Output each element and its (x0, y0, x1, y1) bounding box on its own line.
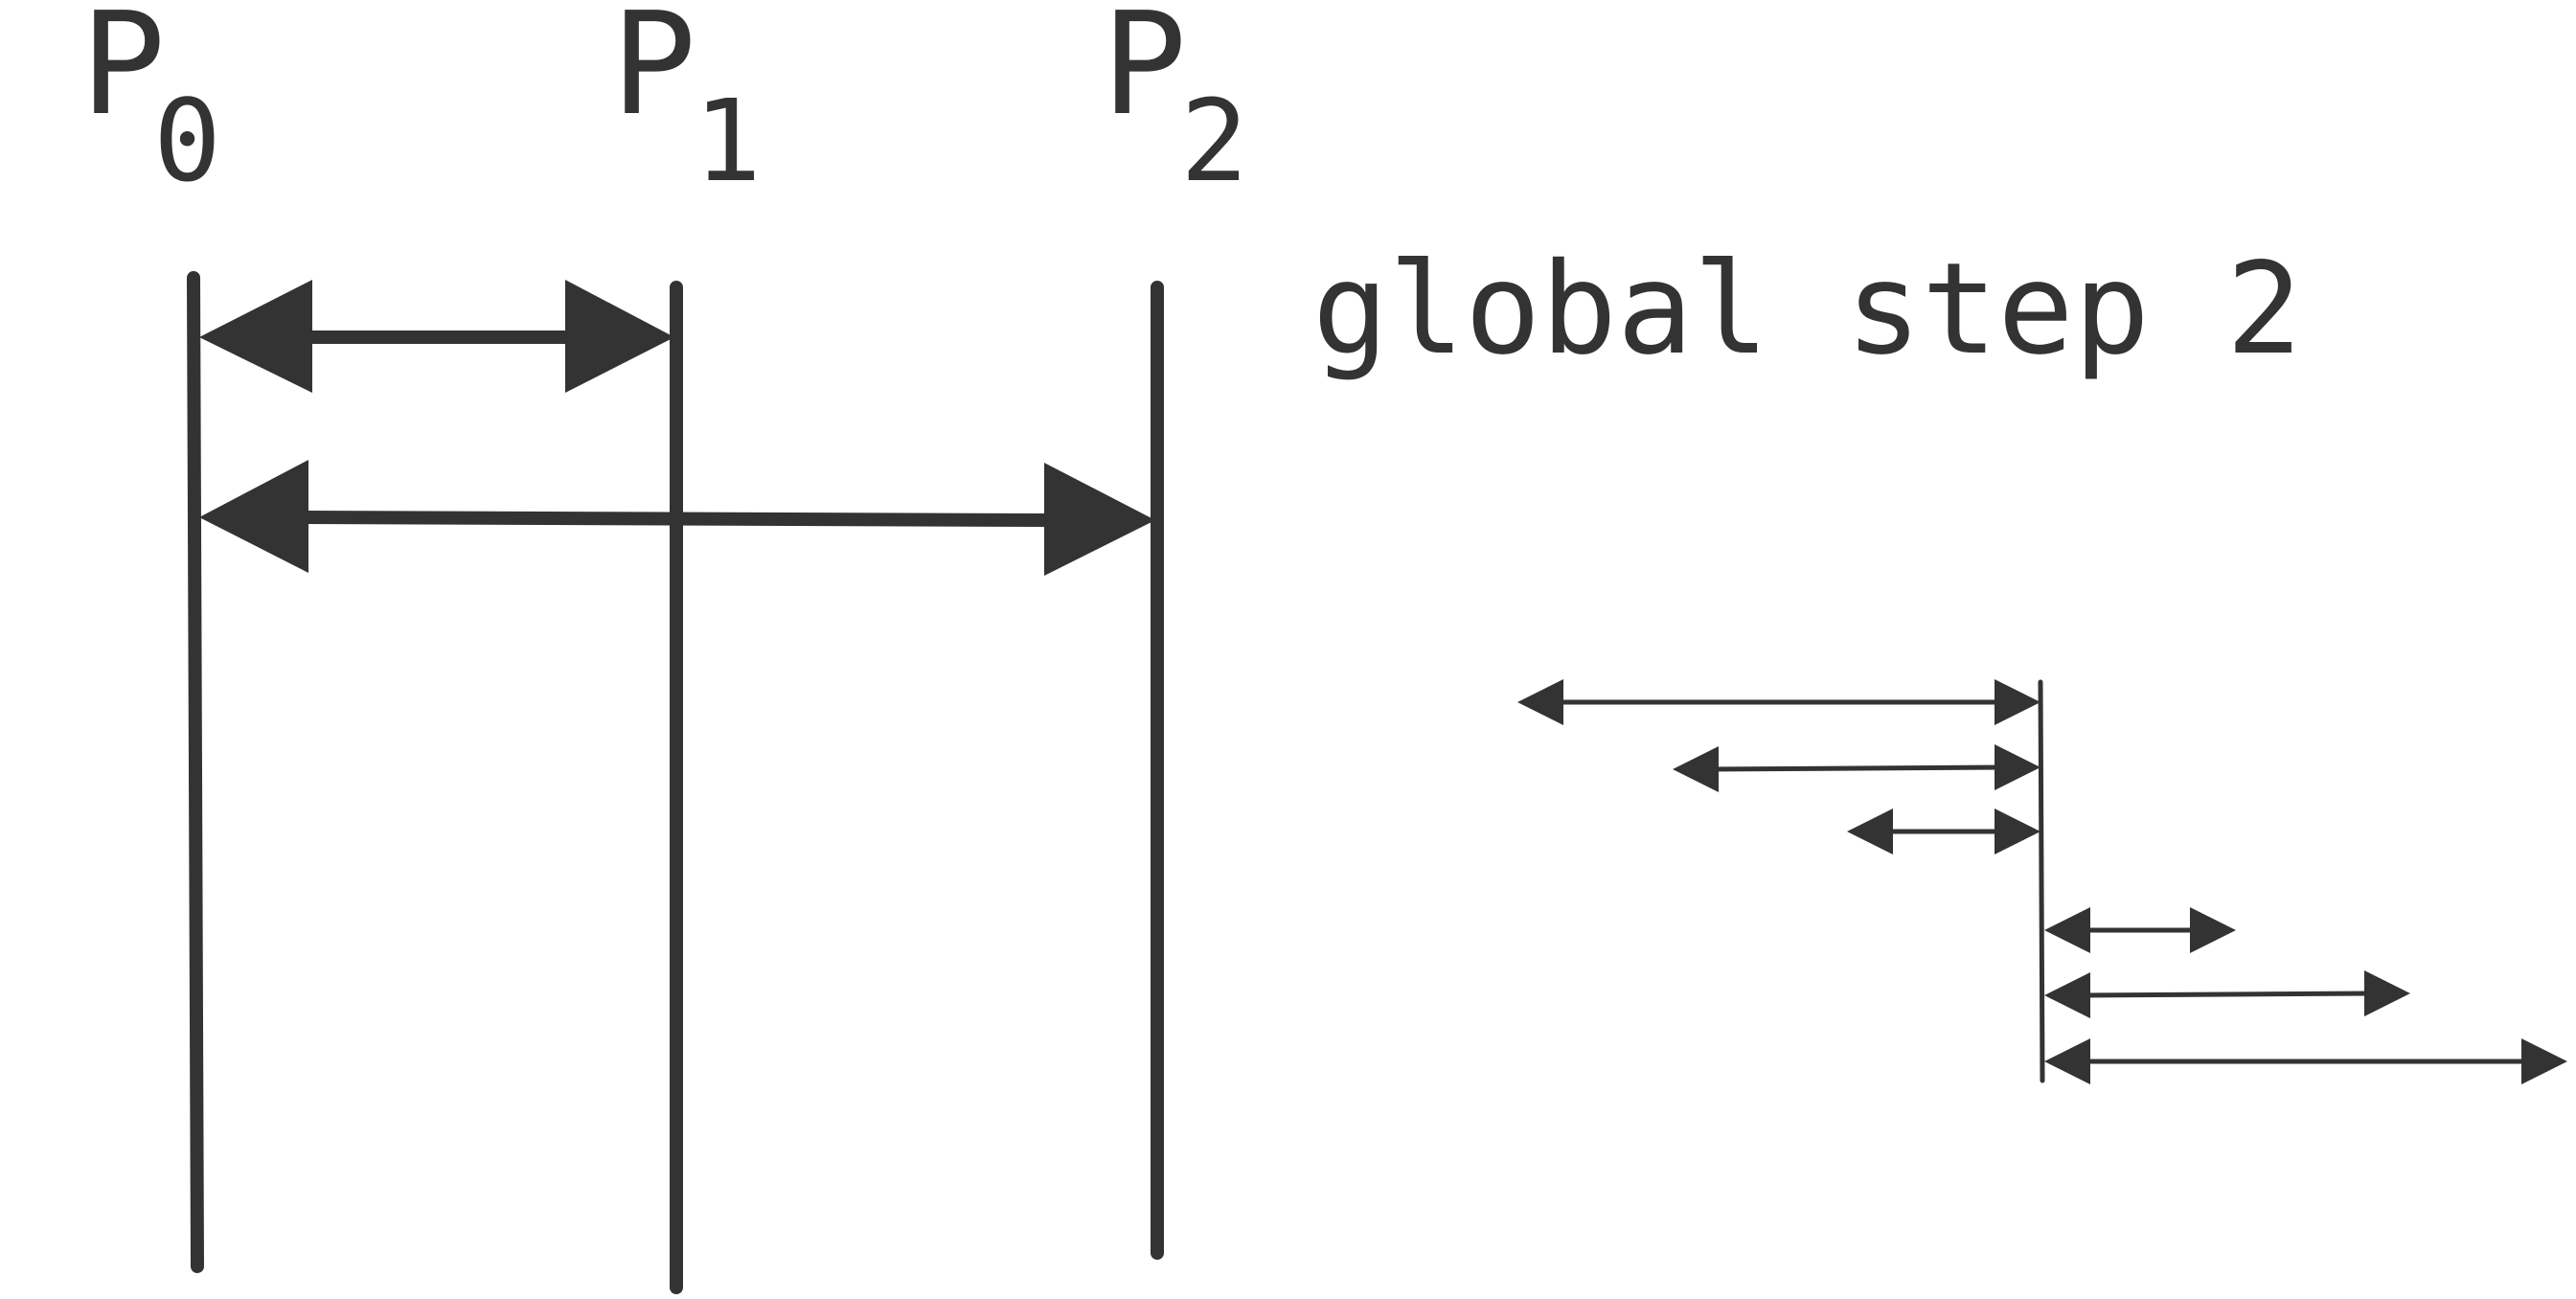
small-arrow-left-3-head-left (1847, 809, 1893, 855)
arrow-p0-p2-shaft (296, 511, 1055, 527)
small-arrow-left-3 (1847, 809, 2040, 855)
arrow-p0-p2-head-left (199, 460, 308, 573)
small-arrow-left-2-head-left (1673, 746, 1719, 792)
process-label-p1: P 1 (611, 0, 762, 207)
small-arrow-left-1-head-right (1995, 679, 2040, 725)
process-label-p1-name: P (611, 0, 696, 147)
small-arrow-right-2 (2044, 970, 2410, 1018)
arrow-p0-p1-head-right (565, 280, 674, 393)
small-arrow-right-2-shaft (2078, 991, 2375, 998)
small-arrow-left-2-shaft (1704, 764, 2005, 772)
arrow-p0-p1 (199, 280, 674, 393)
small-arrow-right-1 (2044, 907, 2236, 953)
small-arrow-left-3-head-right (1995, 809, 2040, 855)
small-arrow-right-1-head-right (2190, 907, 2236, 953)
small-arrow-left-1 (1517, 679, 2040, 725)
arrow-p0-p2-head-right (1044, 463, 1155, 576)
step-caption: global step 2 (1312, 236, 2302, 383)
small-arrow-right-3 (2044, 1038, 2567, 1084)
small-arrow-right-1-head-left (2044, 907, 2090, 953)
small-arrow-left-2 (1673, 744, 2040, 792)
process-label-p2: P 2 (1102, 0, 1248, 207)
small-arrow-right-2-head-left (2044, 972, 2090, 1018)
process-label-p1-subscript: 1 (694, 75, 762, 207)
small-arrow-right-3-head-right (2521, 1038, 2567, 1084)
process-label-p2-name: P (1102, 0, 1187, 147)
process-label-p2-subscript: 2 (1180, 75, 1248, 207)
small-arrow-right-3-head-left (2044, 1038, 2090, 1084)
timeline-p0 (187, 271, 204, 1273)
process-label-p0-name: P (80, 0, 166, 147)
small-arrow-right-2-head-right (2364, 970, 2410, 1016)
small-arrow-left-1-head-left (1517, 679, 1563, 725)
small-timeline (2038, 679, 2045, 1083)
arrow-p0-p1-head-left (199, 280, 312, 393)
process-label-p0-subscript: 0 (153, 75, 221, 207)
process-label-p0: P 0 (80, 0, 221, 207)
small-arrow-left-2-head-right (1995, 744, 2040, 790)
arrow-p0-p2 (199, 460, 1155, 576)
